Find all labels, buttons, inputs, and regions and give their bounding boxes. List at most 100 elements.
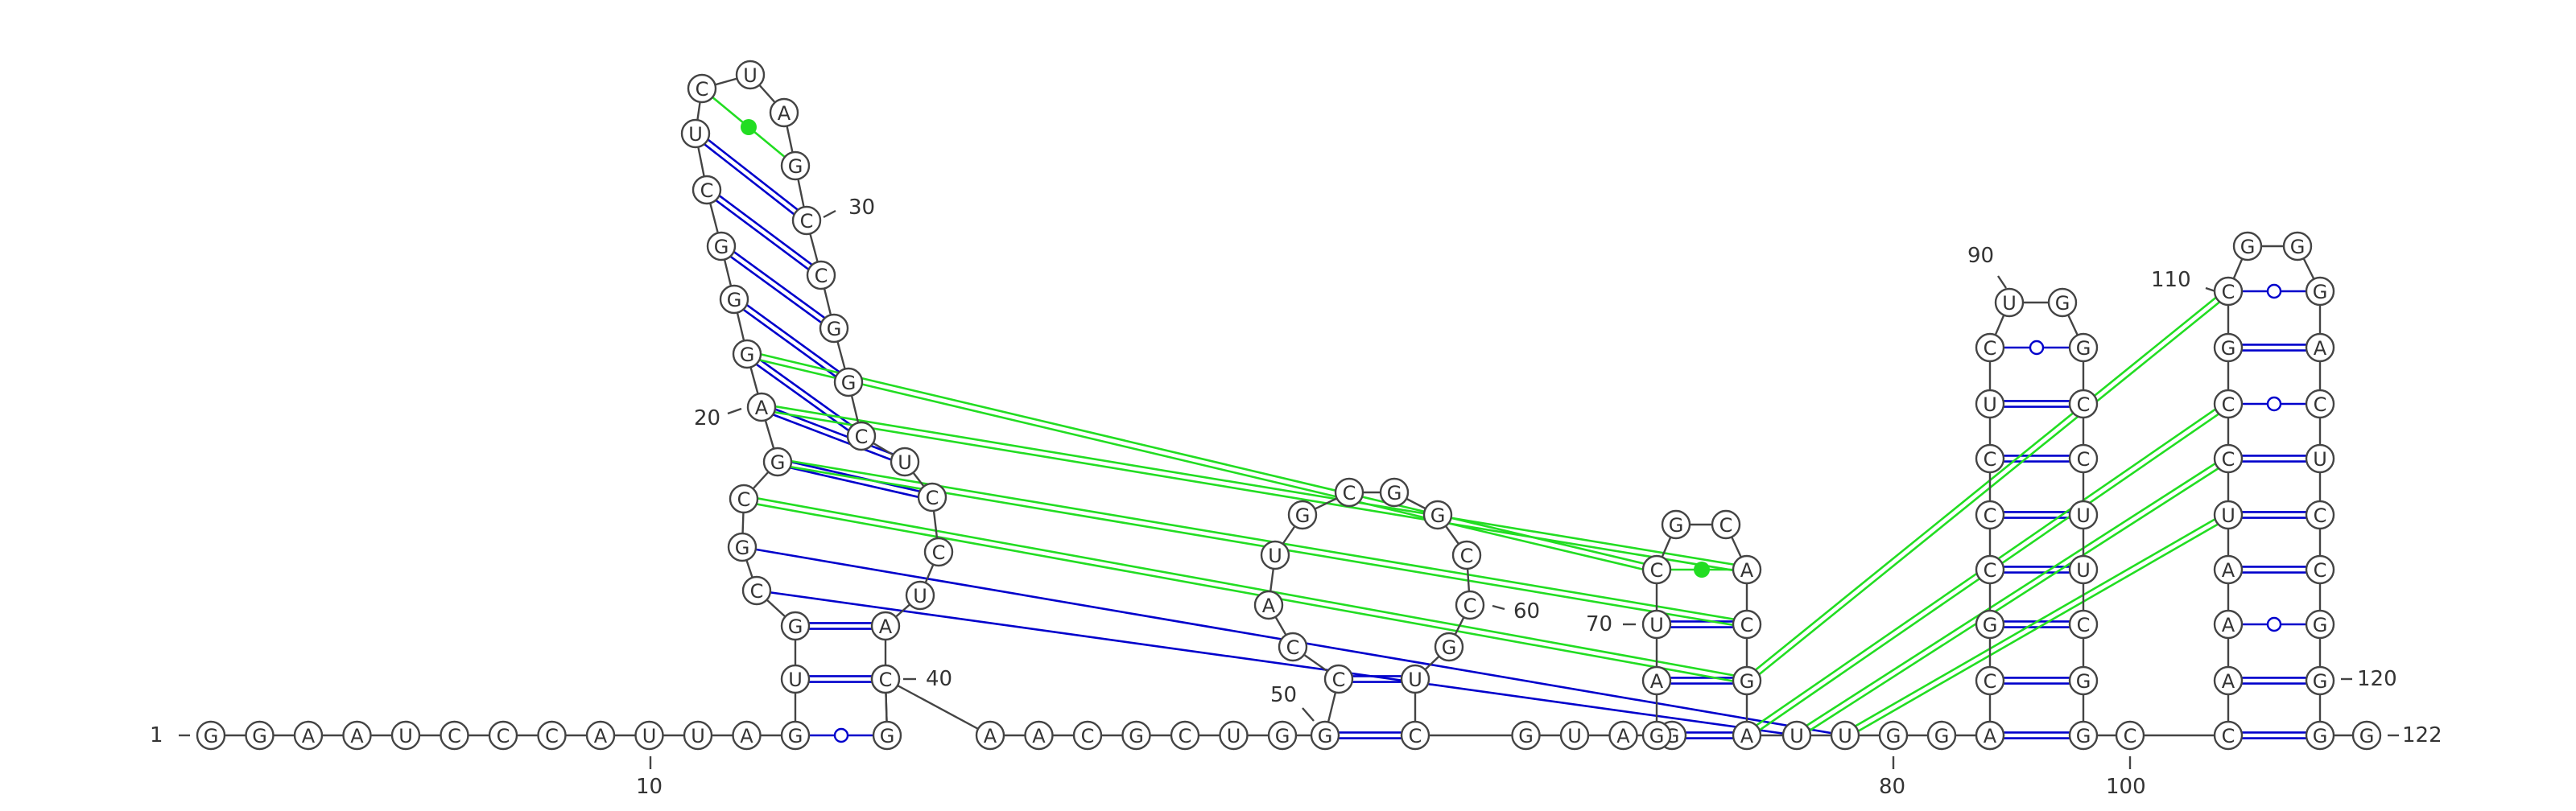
nucleotide-letter: G	[2313, 725, 2328, 747]
nucleotide-circle	[735, 60, 766, 90]
nucleotide-79: U	[1830, 720, 1860, 751]
nucleotide-circle	[1781, 720, 1812, 751]
nucleotide-letter: G	[252, 725, 267, 747]
nucleotide-circle	[727, 532, 758, 562]
nucleotide-letter: G	[2076, 670, 2091, 693]
nucleotide-5: U	[390, 720, 421, 751]
nucleotide-circle	[833, 367, 864, 397]
nucleotide-circle	[342, 720, 372, 751]
base-pair-79-106	[1846, 516, 2231, 739]
nucleotide-circle	[2305, 443, 2335, 474]
base-pair-16-78	[756, 589, 1798, 737]
nucleotide-66: A	[1608, 720, 1638, 751]
nucleotide-circle	[1434, 632, 1464, 662]
nucleotide-letter: A	[1262, 595, 1276, 617]
nucleotide-circle	[1975, 443, 2005, 474]
nucleotide-circle	[2068, 443, 2099, 474]
nucleotide-letter: G	[2240, 236, 2256, 258]
base-pair-18-76	[743, 500, 1747, 685]
nucleotide-circle	[2213, 332, 2244, 363]
nucleotide-8: C	[537, 720, 567, 751]
nucleotide-circle	[2047, 287, 2078, 318]
nucleotide-circle	[732, 720, 762, 751]
nucleotide-111: G	[2232, 231, 2263, 261]
nucleotide-77: A	[1732, 720, 1762, 751]
nucleotide-letter: G	[1387, 482, 1402, 504]
nucleotide-104: A	[2213, 609, 2244, 640]
nucleotide-48: U	[1219, 720, 1249, 751]
label-122: 122	[2402, 723, 2442, 747]
base-pair-24-31	[704, 191, 820, 278]
nucleotide-35: U	[890, 447, 920, 477]
nucleotide-circle	[1121, 720, 1151, 751]
nucleotide-letter: C	[2077, 448, 2091, 471]
nucleotide-20: A	[746, 392, 777, 422]
nucleotide-55: G	[1287, 500, 1318, 530]
nucleotide-letter: G	[788, 155, 803, 178]
nucleotide-letter: U	[688, 123, 703, 146]
nucleotide-letter: C	[1740, 614, 1754, 636]
nucleotide-106: U	[2213, 500, 2244, 530]
nucleotide-letter: A	[1984, 725, 1997, 747]
nucleotide-letter: G	[1934, 725, 1950, 747]
nucleotide-letter: A	[984, 725, 997, 747]
nucleotide-68: G	[1641, 720, 1672, 751]
nucleotide-letter: C	[1286, 636, 1300, 659]
nucleotide-circle	[791, 205, 822, 236]
nucleotide-circle	[196, 720, 226, 751]
nucleotide-105: A	[2213, 554, 2244, 585]
nucleotide-circle	[819, 313, 849, 344]
nucleotide-99: G	[2068, 665, 2099, 696]
nucleotide-circle	[2282, 231, 2313, 261]
nucleotide-116: U	[2305, 443, 2335, 474]
nucleotide-22: G	[719, 284, 749, 315]
nucleotide-circle	[1641, 720, 1672, 751]
nucleotide-4: A	[342, 720, 372, 751]
base-pair-24-31	[708, 187, 824, 274]
base-pair-78-107	[1798, 459, 2231, 739]
nucleotide-51: C	[1323, 664, 1354, 694]
nucleotide-letter: C	[1984, 337, 1997, 360]
nucleotide-circle	[769, 97, 799, 128]
nucleotide-letter: C	[696, 78, 709, 101]
nucleotide-15: G	[780, 611, 811, 641]
nucleotide-circle	[1400, 664, 1430, 694]
nucleotide-letter: G	[204, 725, 219, 747]
wobble-pair-marker	[833, 727, 849, 743]
nucleotide-letter: C	[2222, 393, 2235, 416]
nucleotide-circle	[1310, 720, 1340, 751]
nucleotide-circle	[2213, 276, 2244, 307]
wobble-pair-marker	[2266, 283, 2282, 299]
base-pair-21-34	[745, 355, 861, 439]
nucleotide-circle	[683, 720, 713, 751]
nucleotide-letter: U	[2076, 559, 2091, 582]
nucleotide-circle	[2068, 332, 2099, 363]
label-20: 20	[694, 406, 720, 430]
nucleotide-circle	[2305, 554, 2335, 585]
nucleotide-letter: U	[1649, 614, 1664, 636]
nucleotide-letter: U	[1838, 725, 1852, 747]
nucleotide-letter: C	[1179, 725, 1192, 747]
wobble-pair-marker	[2266, 616, 2282, 632]
nucleotide-96: U	[2068, 500, 2099, 530]
nucleotide-circle	[780, 664, 811, 694]
nucleotide-circle	[1379, 477, 1410, 508]
nucleotide-circle	[680, 118, 711, 149]
nucleotide-12: A	[732, 720, 762, 751]
label-60: 60	[1513, 599, 1540, 624]
nucleotide-23: G	[706, 231, 737, 261]
nucleotide-circle	[2068, 720, 2099, 751]
base-pair-20-74	[761, 409, 1747, 574]
nucleotide-circle	[1451, 540, 1482, 570]
nucleotide-circle	[1732, 720, 1762, 751]
nucleotide-30: C	[791, 205, 822, 236]
nucleotide-circle	[1975, 389, 2005, 419]
nucleotide-letter: A	[2314, 337, 2327, 360]
nucleotide-letter: A	[879, 615, 893, 638]
nucleotide-circle	[1641, 554, 1672, 585]
nucleotide-circle	[870, 611, 901, 641]
nucleotide-18: C	[729, 484, 759, 514]
nucleotide-letter: G	[1275, 725, 1290, 747]
nucleotide-letter: G	[2313, 670, 2328, 693]
nucleotide-43: A	[975, 720, 1005, 751]
